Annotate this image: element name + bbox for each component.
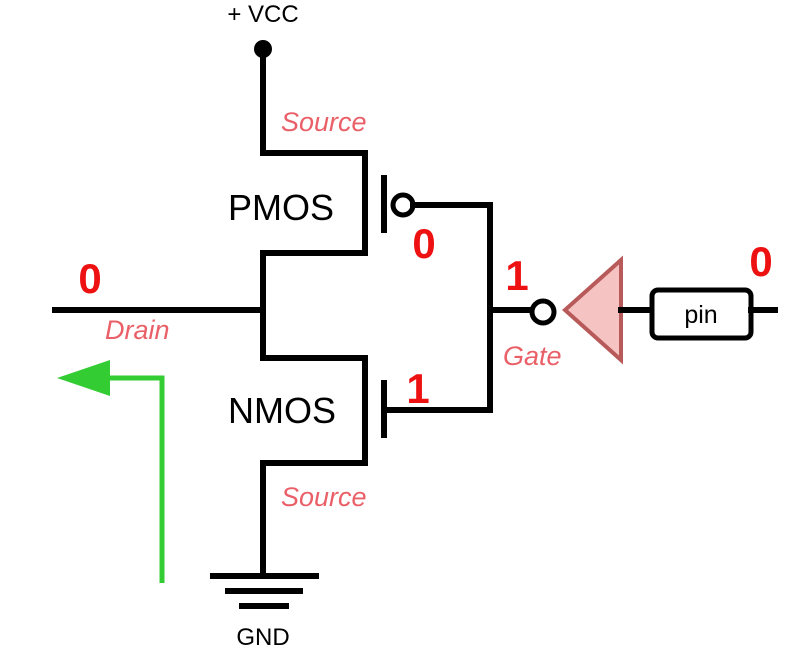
drain-label: Drain — [105, 315, 170, 345]
pmos-source-label: Source — [281, 107, 367, 137]
pin-label: pin — [684, 301, 717, 329]
gnd-label: GND — [236, 624, 289, 651]
green-arrow-left-icon — [57, 360, 110, 396]
gate-label: Gate — [503, 341, 562, 371]
gate-wire — [381, 202, 493, 413]
transistor-stack-wire — [260, 46, 368, 576]
nmos-source-label: Source — [281, 482, 367, 512]
pmos-label: PMOS — [228, 187, 334, 228]
gate-node-bit-value: 1 — [505, 252, 528, 299]
pin-bit-value: 0 — [749, 238, 772, 285]
drain-bit-value: 0 — [78, 255, 101, 302]
pin-box[interactable] — [649, 287, 754, 341]
vcc-label: + VCC — [227, 1, 298, 28]
inverter-bubble-icon — [529, 298, 557, 326]
pmos-gate-bit-value: 0 — [412, 220, 435, 267]
inverting-buffer-icon — [561, 255, 623, 365]
green-arrow-shaft — [105, 375, 165, 583]
nmos-gate-bit-value: 1 — [406, 365, 429, 412]
nmos-label: NMOS — [228, 390, 336, 431]
